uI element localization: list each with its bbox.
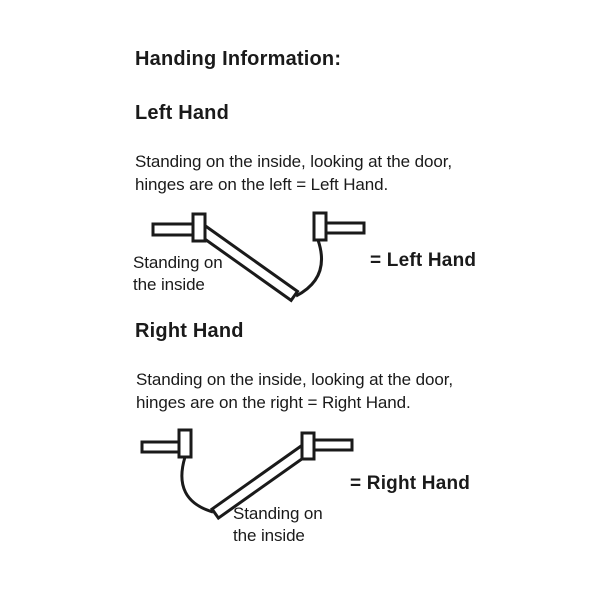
section-heading-left-hand: Left Hand <box>135 102 230 124</box>
right-hand-description-line2: hinges are on the right = Right Hand. <box>136 393 411 412</box>
door-swing-arc <box>295 239 323 298</box>
right-hand-inside-label: Standing on the inside <box>233 503 323 547</box>
strike-jamb <box>177 428 193 459</box>
right-hand-result-label: = Right Hand <box>350 473 471 494</box>
right-hand-description-line1: Standing on the inside, looking at the d… <box>136 370 453 389</box>
inside-label-line2: the inside <box>233 526 305 545</box>
inside-label-line2: the inside <box>133 275 205 294</box>
left-hand-description-line2: hinges are on the left = Left Hand. <box>135 175 389 194</box>
left-hand-description: Standing on the inside, looking at the d… <box>135 150 452 196</box>
section-heading-right-hand: Right Hand <box>135 320 244 342</box>
wall-right <box>324 221 366 235</box>
wall-right <box>312 438 354 452</box>
right-hand-door-diagram <box>140 428 354 521</box>
inside-label-line1: Standing on <box>233 504 323 523</box>
door-swing-arc <box>180 456 214 514</box>
hinge-jamb <box>300 431 316 461</box>
wall-left <box>140 440 181 454</box>
left-hand-inside-label: Standing on the inside <box>133 252 223 296</box>
hinge-jamb <box>191 212 207 243</box>
inside-label-line1: Standing on <box>133 253 223 272</box>
strike-jamb <box>312 211 328 242</box>
left-hand-description-line1: Standing on the inside, looking at the d… <box>135 152 452 171</box>
page-title: Handing Information: <box>135 48 342 70</box>
right-hand-description: Standing on the inside, looking at the d… <box>136 368 453 414</box>
wall-left <box>151 222 196 237</box>
left-hand-result-label: = Left Hand <box>370 250 477 271</box>
left-hand-door-diagram <box>151 211 366 303</box>
